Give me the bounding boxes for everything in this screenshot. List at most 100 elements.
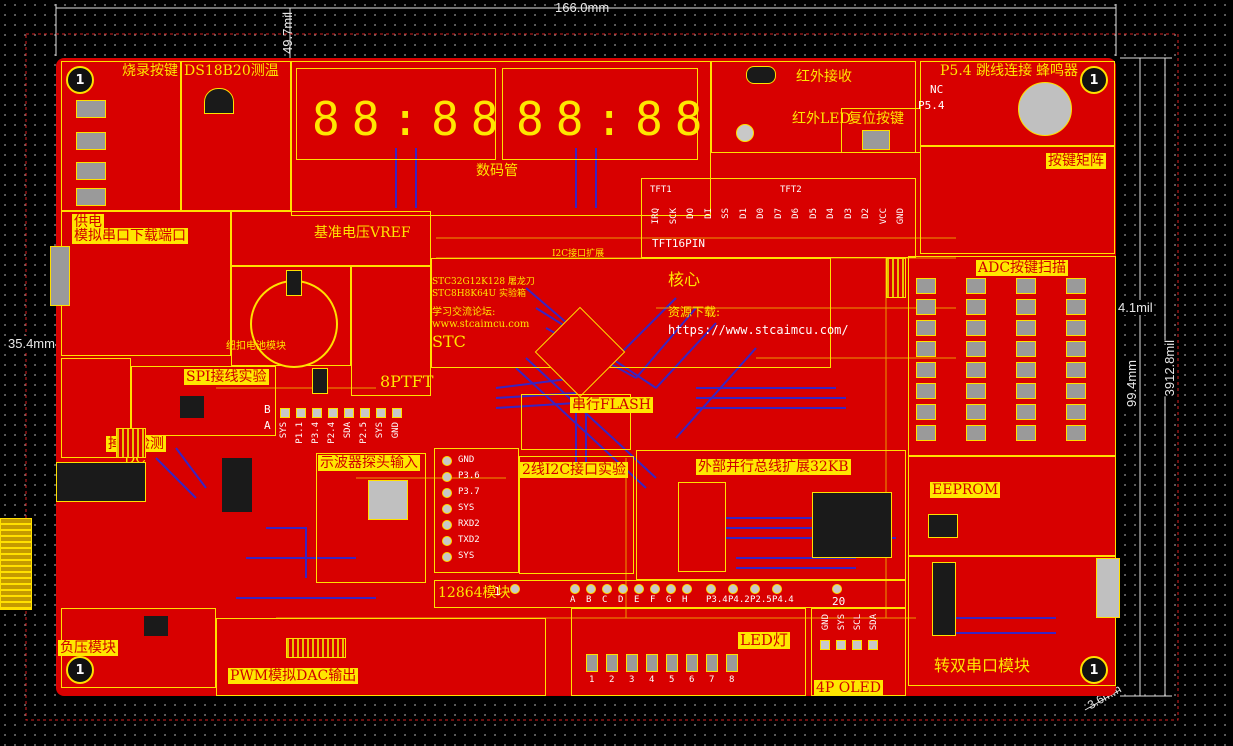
section-serial-flash[interactable] [521, 394, 631, 450]
section-vref[interactable] [231, 211, 431, 266]
section-tft16[interactable] [641, 178, 916, 258]
section-i2c[interactable] [519, 456, 634, 574]
ic-u8 [222, 458, 252, 512]
adc-key [1066, 341, 1086, 357]
section-uart[interactable] [434, 448, 519, 573]
tft-pin-label: IRQ [651, 208, 661, 225]
label-led: LED灯 [738, 631, 790, 649]
uart-bridge-chip [932, 562, 956, 636]
adc-key-grid [916, 278, 1106, 448]
lcd-bus-label: P2.5 [750, 595, 772, 605]
jumper-p54: P5.4 [918, 99, 945, 112]
dim-top-width: 166.0mm [555, 0, 610, 15]
tft-pin-label: D0 [756, 208, 766, 219]
lcd-bus-label: H [682, 595, 688, 605]
adc-header-pad [328, 408, 338, 418]
section-ds18b20[interactable] [181, 61, 291, 211]
adc-key [916, 278, 936, 294]
label-chip-line2: STC8H8K64U 实验箱 [432, 289, 526, 299]
label-ds18b20: DS18B20测温 [184, 63, 279, 79]
section-power-detect[interactable] [61, 358, 131, 458]
adc-header-pad [296, 408, 306, 418]
tft-pin-label: D1 [738, 208, 749, 219]
adc-key [1066, 425, 1086, 441]
label-tft16: TFT16PIN [652, 237, 705, 250]
sram-chip [678, 482, 726, 572]
section-ext-bus[interactable] [636, 450, 906, 580]
adc-header-pin-label: P1.1 [295, 422, 305, 444]
adc-key [1016, 341, 1036, 357]
label-seg-display: 数码管 [476, 163, 518, 179]
tft1-header: TFT1 [650, 185, 672, 195]
label-ir-led: 红外LED [792, 111, 851, 127]
seg-display-right [502, 68, 698, 160]
latch-chip [812, 492, 892, 558]
label-serial-flash: 串行FLASH [570, 397, 653, 413]
lcd-bus-pad [586, 584, 596, 594]
label-usb-download: 模拟串口下载端口 [72, 228, 188, 244]
battery-pad-top [286, 270, 302, 296]
section-tft-8p[interactable] [351, 266, 431, 396]
label-jumper: P5.4 跳线连接 [940, 63, 1033, 79]
tft2-header: TFT2 [780, 185, 802, 195]
reset-button[interactable] [862, 130, 890, 150]
lcd-bus-label: P4.4 [772, 595, 794, 605]
section-led[interactable] [571, 608, 806, 696]
adc-key [1016, 362, 1036, 378]
section-lcd12864[interactable] [434, 580, 906, 608]
tft-pin-label: D6 [791, 208, 801, 219]
section-spi[interactable] [131, 366, 276, 436]
lcd-bus-label: D [618, 595, 624, 605]
section-ir-receive[interactable] [711, 61, 916, 153]
oled-pin-label: SYS [837, 614, 847, 631]
adc-header-pad [376, 408, 386, 418]
oled-pin-pad [852, 640, 862, 650]
pcb-board[interactable]: 1 1 1 1 烧录按键 DS18B20测温 88:88 88:88 数码管 红… [50, 58, 1120, 696]
uart-pin-pad [442, 472, 452, 482]
adc-header-pad [344, 408, 354, 418]
adc-key [916, 320, 936, 336]
section-adc-keys[interactable] [908, 256, 1116, 456]
dc-jack[interactable] [56, 462, 146, 502]
prog-button-2[interactable] [76, 132, 106, 150]
adc-key [1066, 404, 1086, 420]
adc-header-pin-label: P2.4 [327, 422, 337, 444]
seg-value-1: 88:88 [312, 92, 511, 146]
prog-button-1[interactable] [76, 100, 106, 118]
led-number: 8 [729, 675, 735, 685]
adc-key [916, 362, 936, 378]
lcd-bus-label: C [602, 595, 608, 605]
tft-pin-label: GND [896, 208, 906, 225]
lcd-bus-label: E [634, 595, 640, 605]
section-seg-display[interactable] [291, 61, 711, 216]
section-jumper-buzzer[interactable] [920, 61, 1115, 146]
section-eeprom[interactable] [908, 456, 1116, 556]
section-pwm-dac[interactable] [216, 618, 546, 696]
lcd-bus-label: G [666, 595, 672, 605]
section-osc[interactable] [316, 453, 426, 583]
uart-pin-label: RXD2 [458, 519, 480, 529]
prog-button-3[interactable] [76, 162, 106, 180]
section-dual-uart[interactable] [908, 556, 1116, 686]
uart-pin-pad [442, 504, 452, 514]
usb-c-port[interactable] [1096, 558, 1120, 618]
oled-pin-label: SCL [853, 614, 863, 631]
section-core[interactable] [431, 258, 831, 368]
adc-key [966, 404, 986, 420]
usb-port[interactable] [50, 246, 70, 306]
adc-key [1066, 383, 1086, 399]
prog-button-4[interactable] [76, 188, 106, 206]
label-url: https://www.stcaimcu.com/ [668, 323, 849, 337]
section-key-matrix[interactable] [920, 146, 1115, 254]
mount-hole-top-left: 1 [66, 66, 94, 94]
uart-pin-label: TXD2 [458, 535, 480, 545]
section-prog-button[interactable] [61, 61, 181, 211]
tft-pin-label: D5 [808, 208, 819, 219]
osc-probe-input[interactable] [368, 480, 408, 520]
lcd-bus-pad [634, 584, 644, 594]
tft-pin-label: DI [703, 208, 714, 219]
mount-hole-bottom-right: 1 [1080, 656, 1108, 684]
